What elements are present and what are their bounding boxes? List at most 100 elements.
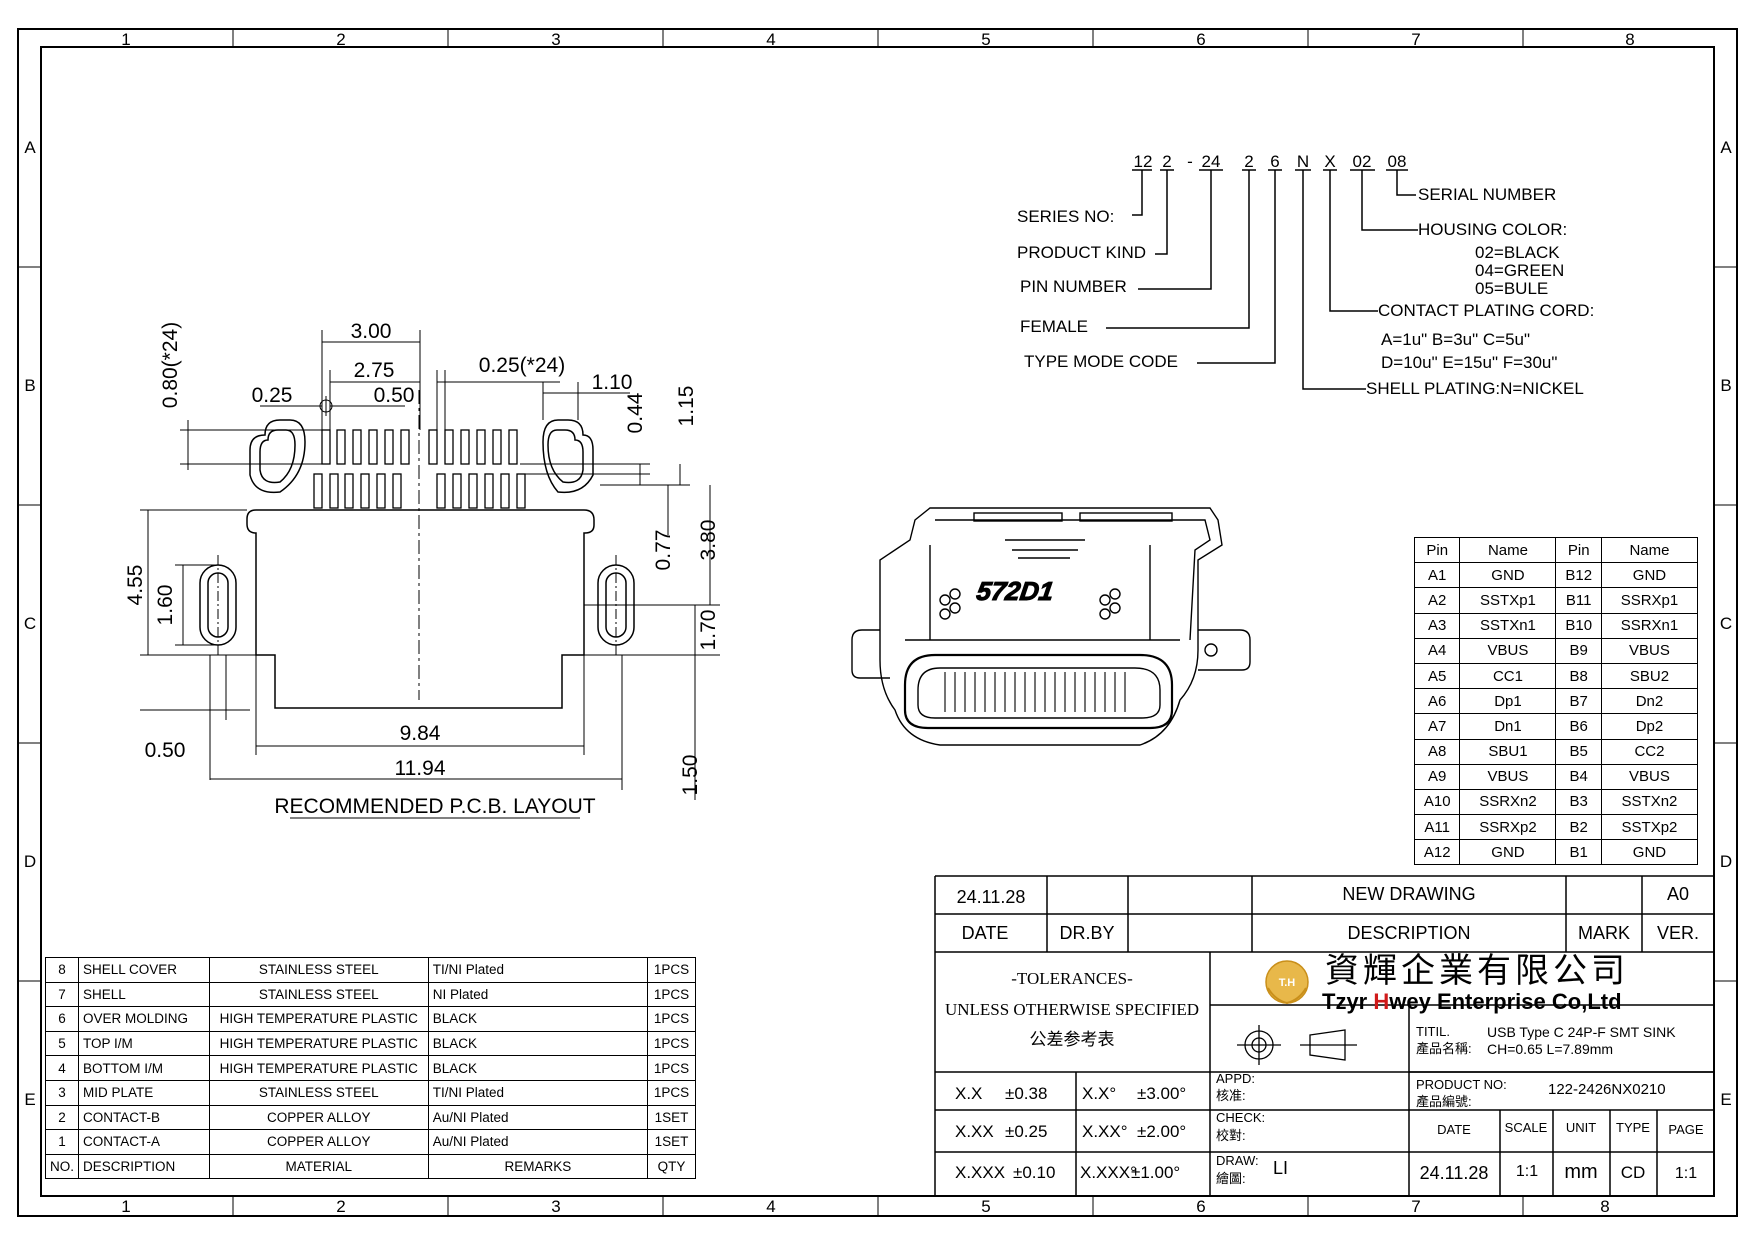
company-name-prefix: Tzyr: [1322, 989, 1373, 1014]
pin-name-cell: VBUS: [1459, 637, 1557, 664]
pin-name-cell: Dn1: [1459, 713, 1557, 740]
code-char: 2: [1162, 152, 1171, 171]
pin-id-cell: A8: [1413, 738, 1461, 765]
col-label: 5: [981, 30, 990, 49]
bom-remarks-cell: BLACK: [427, 1006, 649, 1032]
col-label: 6: [1196, 30, 1205, 49]
tolerances-title: -TOLERANCES-: [1011, 969, 1133, 988]
tolerances-subtitle: UNLESS OTHERWISE SPECIFIED: [945, 1000, 1199, 1019]
company-logo: T.H: [1265, 960, 1309, 1005]
pin-name-cell: SSRXn1: [1600, 612, 1699, 639]
plating-option: D=10u" E=15u" F=30u": [1381, 353, 1557, 372]
company-logo-text: T.H: [1279, 977, 1296, 989]
row-label: C: [1720, 614, 1732, 633]
pin-name-cell: SSRXp1: [1600, 587, 1699, 614]
col-label: 5: [981, 1197, 990, 1216]
col-label: 1: [121, 1197, 130, 1216]
tol-lin: X.XX: [955, 1122, 994, 1141]
dim-11-94: 11.94: [395, 757, 446, 780]
pin-id-cell: A5: [1413, 662, 1461, 690]
code-char: 24: [1202, 152, 1221, 171]
row-label: C: [24, 614, 36, 633]
label-female: FEMALE: [1020, 317, 1088, 336]
bom-remarks-cell: NI Plated: [427, 981, 649, 1008]
pin-id-cell: B10: [1555, 612, 1602, 639]
tol-ang-val: ±1.00°: [1131, 1163, 1180, 1182]
pin-id-cell: A6: [1413, 688, 1461, 715]
bom-qty-cell: 1SET: [647, 1129, 696, 1155]
bom-description-cell: OVER MOLDING: [77, 1006, 210, 1032]
col-label: 6: [1196, 1197, 1205, 1216]
code-char: 12: [1134, 152, 1153, 171]
pin-name-cell: Dp1: [1459, 688, 1557, 715]
pin-id-cell: B8: [1555, 662, 1602, 690]
pin-id-cell: B9: [1555, 637, 1602, 664]
bom-description-cell: SHELL: [77, 981, 210, 1008]
bom-header-cell: QTY: [647, 1153, 696, 1180]
tol-lin-val: ±0.25: [1005, 1122, 1047, 1141]
pin-id-cell: A9: [1413, 763, 1461, 790]
bom-description-cell: TOP I/M: [77, 1030, 210, 1057]
bom-description-cell: CONTACT-B: [77, 1104, 210, 1131]
pin-name-cell: SSRXn2: [1459, 788, 1557, 816]
pin-name-cell: CC2: [1600, 738, 1699, 765]
tb-type: CD: [1621, 1163, 1646, 1182]
housing-option: 05=BULE: [1475, 279, 1548, 298]
pin-name-cell: CC1: [1459, 662, 1557, 690]
title-label: TITIL.: [1416, 1024, 1450, 1039]
pin-id-cell: B12: [1555, 562, 1602, 589]
pin-id-cell: A7: [1413, 713, 1461, 740]
bom-remarks-cell: TI/NI Plated: [427, 957, 649, 983]
pin-name-cell: GND: [1600, 839, 1699, 866]
dim-1-15: 1.15: [675, 386, 698, 427]
bom-material-cell: STAINLESS STEEL: [208, 957, 429, 983]
product-no-label: PRODUCT NO:: [1416, 1077, 1507, 1092]
check-label: CHECK:: [1216, 1110, 1265, 1125]
pin-id-cell: B1: [1555, 839, 1602, 866]
connector-contacts: [944, 672, 1126, 712]
label-type-mode-code: TYPE MODE CODE: [1024, 352, 1178, 371]
bom-no-cell: 5: [45, 1030, 79, 1057]
tol-lin: X.XXX: [955, 1163, 1005, 1182]
bom-remarks-cell: TI/NI Plated: [427, 1079, 649, 1106]
bom-no-cell: 3: [45, 1079, 79, 1106]
tolerances: -TOLERANCES- UNLESS OTHERWISE SPECIFIED …: [945, 969, 1199, 1049]
header-unit: UNIT: [1566, 1120, 1596, 1135]
bom-qty-cell: 1SET: [647, 1104, 696, 1131]
draw-label: DRAW:: [1216, 1153, 1259, 1168]
tol-lin: X.X: [955, 1084, 982, 1103]
revision-version: A0: [1667, 884, 1689, 904]
label-shell-plating: SHELL PLATING:N=NICKEL: [1366, 379, 1584, 398]
bom-no-cell: 2: [45, 1104, 79, 1131]
dim-0-50-b: 0.50: [145, 739, 186, 762]
col-label: 4: [766, 30, 775, 49]
header-drby: DR.BY: [1059, 923, 1114, 943]
pin-name-cell: VBUS: [1600, 763, 1699, 790]
pin-table-header: Pin Name Pin Name: [1413, 536, 1699, 564]
col-label: 3: [551, 1197, 560, 1216]
pin-pads: [313, 429, 526, 509]
frame-labels: 1 2 3 4 5 6 7 8 1 2 3 4 5 6 7 8 A B C D …: [24, 30, 1732, 1216]
dim-4-55: 4.55: [124, 565, 147, 606]
dim-3-00: 3.00: [351, 320, 392, 343]
pin-id-cell: B5: [1555, 738, 1602, 765]
pin-id-cell: A2: [1413, 587, 1461, 614]
housing-option: 02=BLACK: [1475, 243, 1560, 262]
header-date: DATE: [962, 923, 1009, 943]
bom-material-cell: COPPER ALLOY: [208, 1129, 429, 1155]
pin-name-cell: SBU1: [1459, 738, 1557, 765]
